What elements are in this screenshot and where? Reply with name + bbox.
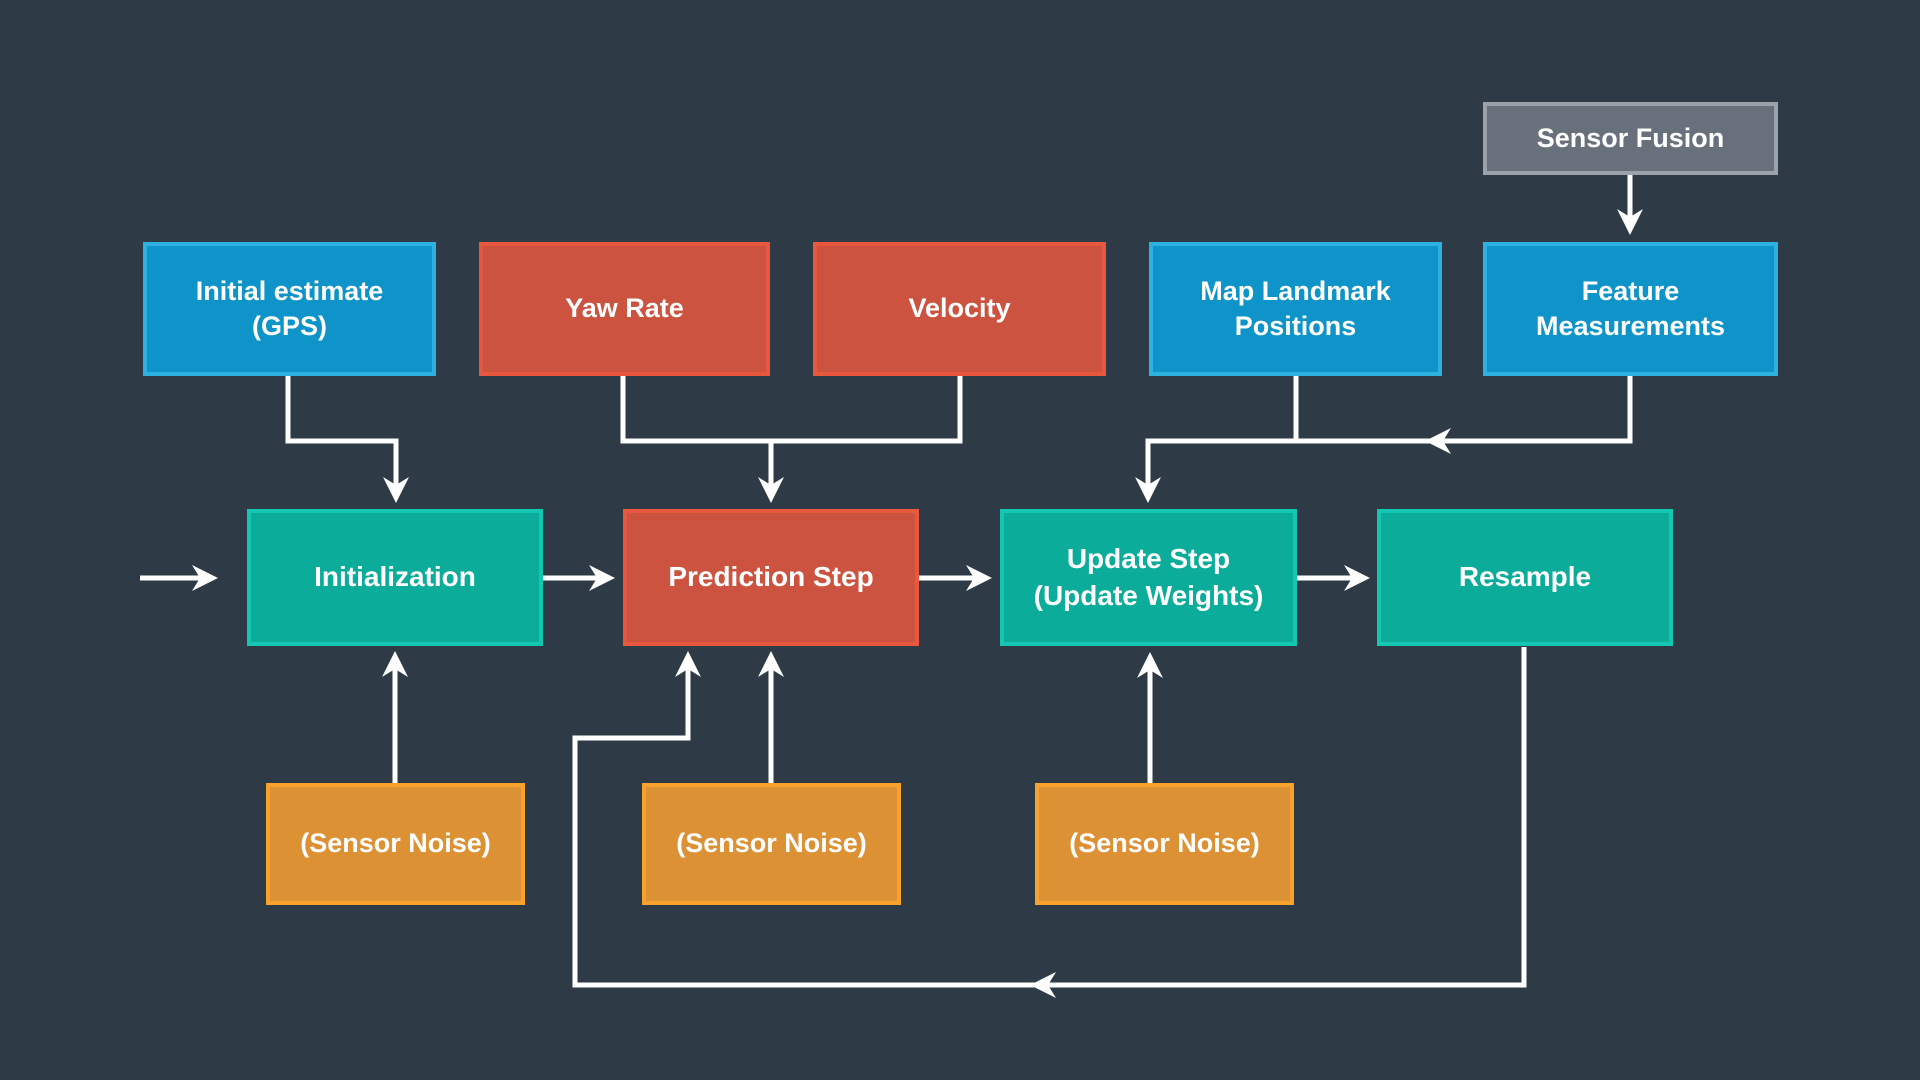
node-velocity: Velocity — [813, 242, 1106, 376]
node-map-landmark-positions: Map Landmark Positions — [1149, 242, 1442, 376]
node-initial-estimate-gps: Initial estimate (GPS) — [143, 242, 436, 376]
connector-landmarks-features-to-update — [1135, 376, 1633, 503]
node-resample: Resample — [1377, 509, 1673, 646]
connector-initialization-to-prediction — [543, 565, 615, 591]
connector-yawrate-velocity-to-prediction — [620, 376, 963, 503]
node-update-step: Update Step (Update Weights) — [1000, 509, 1297, 646]
connector-entry-to-initialization — [140, 565, 218, 591]
node-sensor-noise-3: (Sensor Noise) — [1035, 783, 1294, 905]
connector-noise1-to-initialization — [382, 651, 408, 783]
node-prediction-step: Prediction Step — [623, 509, 919, 646]
node-yaw-rate: Yaw Rate — [479, 242, 770, 376]
connector-update-to-resample — [1297, 565, 1370, 591]
connector-gps-to-initialization — [285, 376, 409, 503]
node-sensor-noise-2: (Sensor Noise) — [642, 783, 901, 905]
connector-noise2-to-prediction — [758, 651, 784, 783]
node-sensor-noise-1: (Sensor Noise) — [266, 783, 525, 905]
node-feature-measurements: Feature Measurements — [1483, 242, 1778, 376]
connector-prediction-to-update — [919, 565, 992, 591]
connector-noise3-to-update — [1137, 652, 1163, 783]
connector-sensorfusion-to-features — [1617, 175, 1643, 235]
node-initialization: Initialization — [247, 509, 543, 646]
node-sensor-fusion: Sensor Fusion — [1483, 102, 1778, 175]
